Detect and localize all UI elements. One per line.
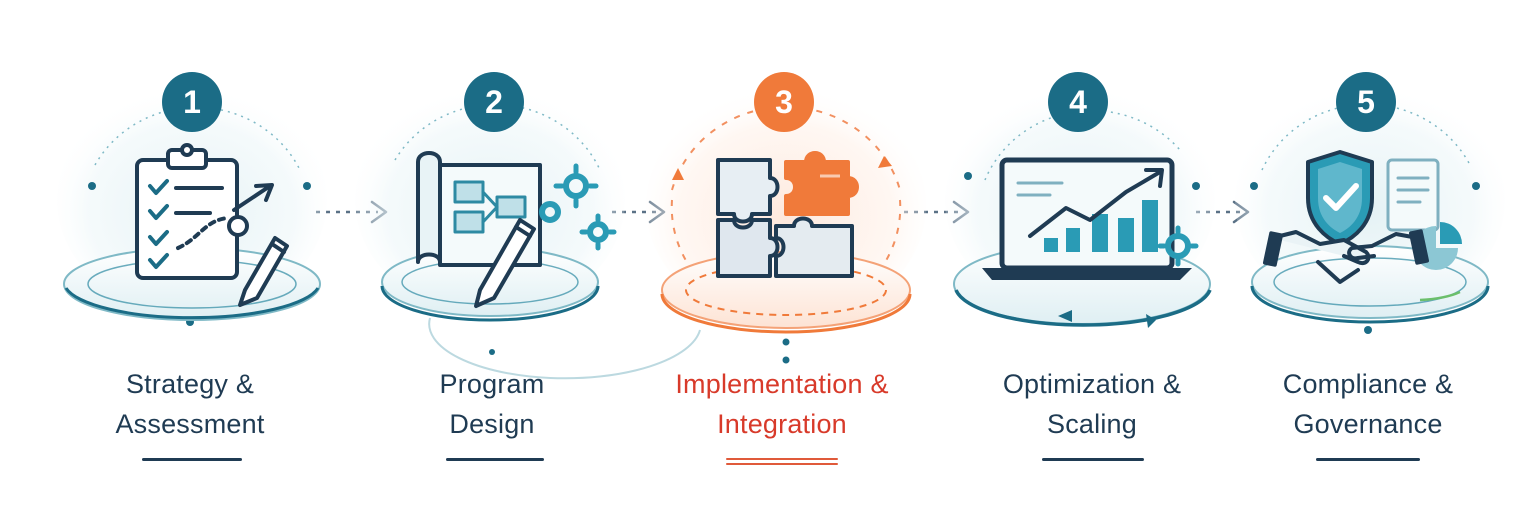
step-4-label-line-1: Optimization & [1002,369,1182,399]
step-5-underline [1316,458,1420,461]
step-1-number-badge: 1 [162,72,222,132]
step-2-number-badge: 2 [464,72,524,132]
step-1-underline [142,458,242,461]
step-5-label: Compliance & Governance [1218,364,1518,444]
step-1-label-line-1: Strategy & [125,369,255,399]
step-5-number: 5 [1357,84,1375,120]
step-1-number: 1 [183,84,201,120]
step-2-label-line-2: Design [449,409,535,439]
step-4-label: Optimization & Scaling [942,364,1242,444]
step-2-underline [446,458,544,461]
step-4-underline [1042,458,1144,461]
laptop-growth-chart-icon [982,157,1199,280]
blueprint-pen-gears-icon [416,151,617,308]
step-1-label: Strategy & Assessment [40,364,340,444]
step-4-number: 4 [1069,84,1087,120]
step-4-label-line-2: Scaling [1047,409,1137,439]
step-2-badge-circle [464,72,524,132]
step-4-badge-circle [1048,72,1108,132]
step-1-label-line-2: Assessment [115,409,265,439]
step-3-number-badge: 3 [754,72,814,132]
puzzle-pieces-icon [716,151,859,278]
step-5-number-badge: 5 [1336,72,1396,132]
step-3-label-line-2: Integration [717,409,847,439]
step-3-badge-circle [754,72,814,132]
step-5-label-line-1: Compliance & [1282,369,1454,399]
step-2-label: Program Design [342,364,642,444]
step-4-number-badge: 4 [1048,72,1108,132]
step-5-label-line-2: Governance [1293,409,1443,439]
step-3-label: Implementation & Integration [632,364,932,444]
shield-handshake-icon [1262,150,1462,284]
step-5-badge-circle [1336,72,1396,132]
step-number-badges: 1 2 3 4 5 [162,72,1396,132]
step-3-label-line-1: Implementation & [675,369,889,399]
step-3-underline [726,458,838,465]
step-3-number: 3 [775,84,793,120]
step-2-number: 2 [485,84,503,120]
step-1-badge-circle [162,72,222,132]
clipboard-checklist-icon [135,143,289,307]
step-2-label-line-1: Program [439,369,545,399]
